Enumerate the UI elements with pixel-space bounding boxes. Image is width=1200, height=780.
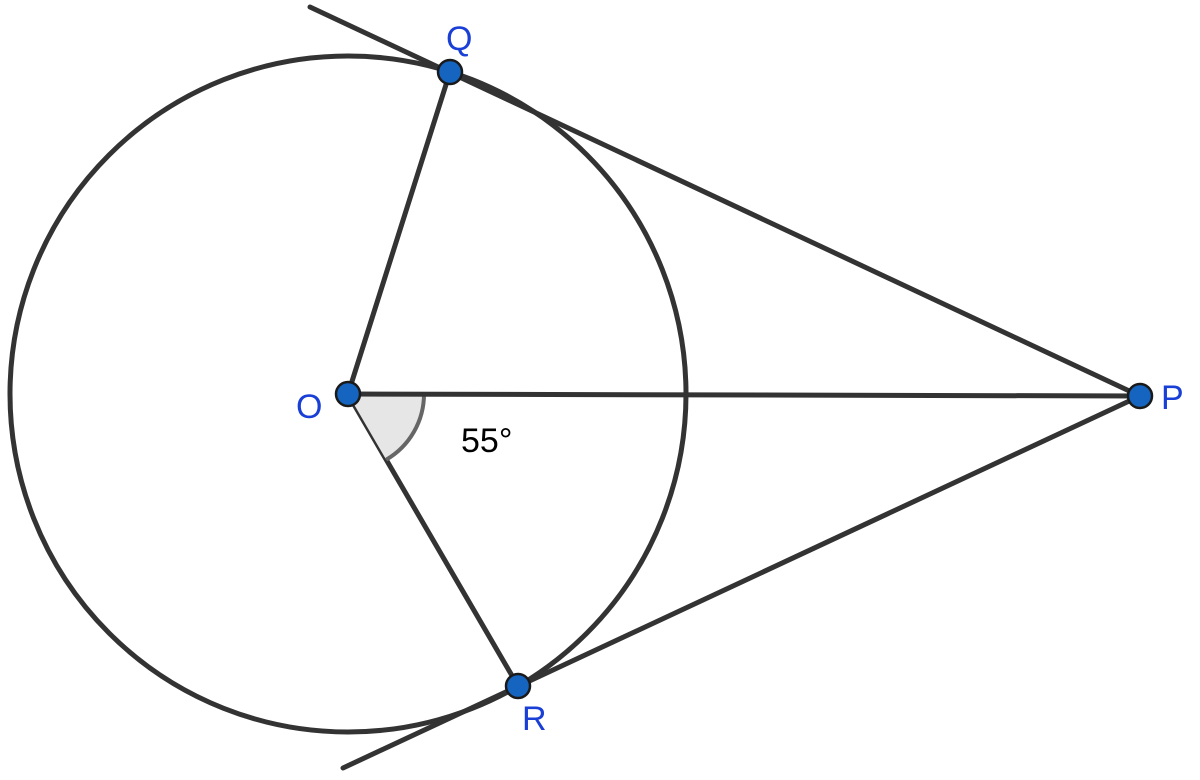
label-r: R xyxy=(522,700,547,738)
angle-value-label: 55° xyxy=(461,422,512,460)
label-o: O xyxy=(296,388,322,426)
point-r xyxy=(504,672,532,700)
point-p xyxy=(1126,382,1154,410)
segment-op xyxy=(345,391,1143,399)
point-q xyxy=(436,58,464,86)
angle-marker-pos xyxy=(348,394,424,460)
tangent-line-pq xyxy=(307,4,1143,399)
tangent-line-pr xyxy=(340,393,1143,771)
radius-oq xyxy=(345,69,453,397)
label-q: Q xyxy=(446,20,472,58)
point-o xyxy=(334,380,362,408)
label-p: P xyxy=(1161,379,1184,417)
angle-arc xyxy=(385,393,426,462)
